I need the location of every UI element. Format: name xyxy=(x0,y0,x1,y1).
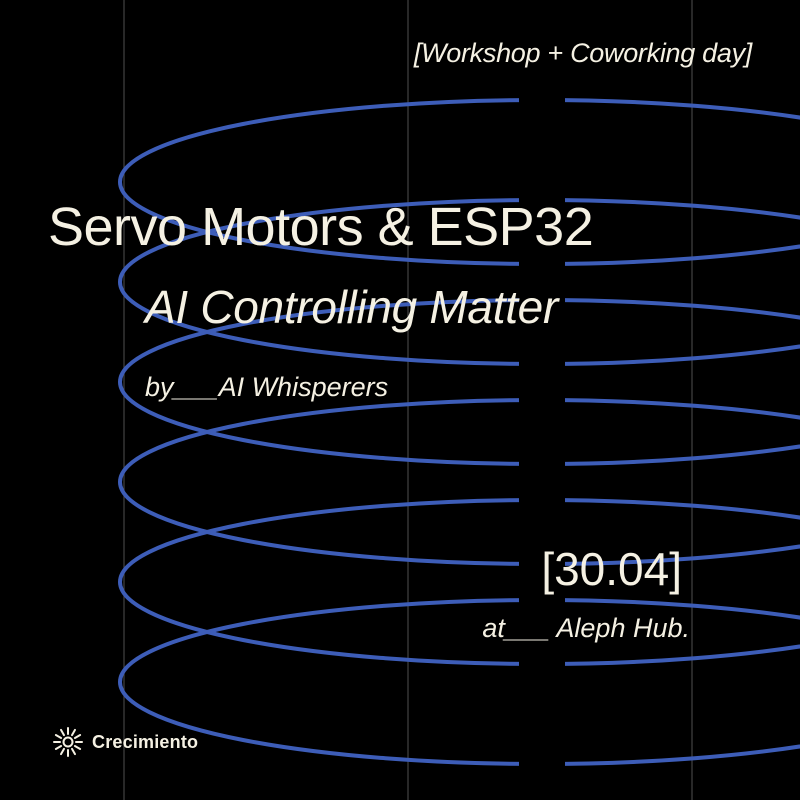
ring xyxy=(118,598,800,766)
brand-name: Crecimiento xyxy=(92,731,199,752)
ring-gaps xyxy=(519,95,565,769)
event-title: Servo Motors & ESP32 xyxy=(48,197,594,257)
ring-gap xyxy=(519,759,565,769)
ring xyxy=(118,398,800,566)
event-subtitle: AI Controlling Matter xyxy=(145,281,558,333)
ring-gap xyxy=(519,359,565,369)
ring-gap xyxy=(519,295,565,305)
ring-gap xyxy=(519,195,565,205)
ring-gap xyxy=(519,95,565,105)
ring-gap xyxy=(519,395,565,405)
sun-burst-icon xyxy=(53,727,83,757)
event-venue: at___ Aleph Hub. xyxy=(482,613,690,643)
ring-gap xyxy=(519,259,565,269)
ring-gap xyxy=(519,459,565,469)
ring-gap xyxy=(519,659,565,669)
event-host: by___AI Whisperers xyxy=(145,372,389,402)
ring-gap xyxy=(519,495,565,505)
ring-gap xyxy=(519,559,565,569)
ring-gap xyxy=(519,595,565,605)
event-date: [30.04] xyxy=(541,543,682,595)
brand-logo: Crecimiento xyxy=(52,726,198,758)
ring xyxy=(118,498,800,666)
event-type-tag: [Workshop + Coworking day] xyxy=(413,38,752,68)
